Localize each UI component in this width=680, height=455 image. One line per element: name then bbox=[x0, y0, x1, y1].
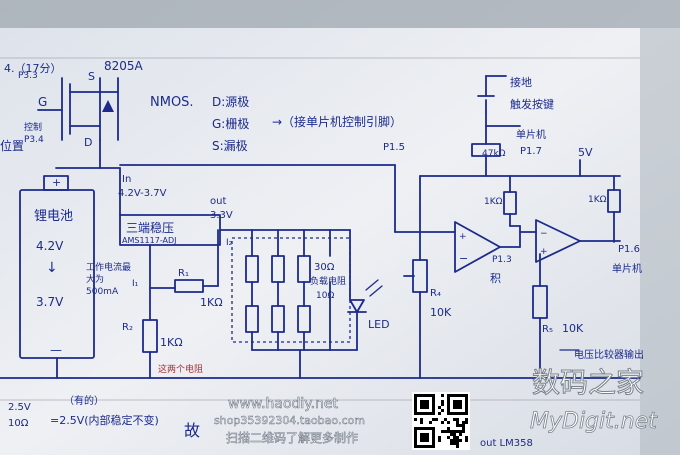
r2-label: R₂ bbox=[122, 322, 133, 333]
r-47k-label: 47kΩ bbox=[482, 149, 506, 159]
watermark-brand-en: MyDigit.net bbox=[530, 409, 658, 434]
load-label: 30Ω bbox=[314, 262, 335, 273]
opamp-2-p16: P1.6 bbox=[618, 244, 640, 255]
mosfet-left-label-4: 位置 bbox=[0, 138, 24, 153]
r5-value: 10K bbox=[562, 322, 584, 335]
opamp-1-p13: P1.3 bbox=[492, 255, 512, 265]
battery-current-note-box: 工作电流最大为500mA bbox=[86, 263, 132, 297]
watermark-brand-cn: 数码之家 bbox=[532, 366, 644, 399]
r4-value: 10K bbox=[430, 306, 452, 319]
r-1k-b-label: 1KΩ bbox=[588, 195, 607, 205]
regulator-out-value: 3.3V bbox=[210, 210, 233, 221]
nmos-pin-p15: P1.5 bbox=[383, 142, 405, 153]
r1-label: R₁ bbox=[178, 268, 189, 279]
mosfet-pin-g: G bbox=[38, 95, 47, 109]
battery-label: 锂电池 bbox=[34, 209, 73, 224]
r-1k-a-label: 1KΩ bbox=[484, 197, 503, 207]
mosfet-left-label-3: P3.4 bbox=[24, 135, 44, 145]
mosfet-pin-d: D bbox=[84, 136, 92, 149]
vcc-label: 5V bbox=[578, 146, 593, 159]
lm358-note: out LM358 bbox=[480, 438, 533, 449]
question-number: 4.（17分） bbox=[4, 62, 62, 75]
watermark-scan: 扫描二维码了解更多制作 bbox=[226, 431, 358, 445]
r4-label: R₄ bbox=[430, 288, 441, 299]
load-resistor-array bbox=[245, 229, 331, 351]
svg-text:+: + bbox=[540, 247, 548, 257]
comparator-note: 电压比较器输出 bbox=[574, 348, 644, 361]
svg-text:+: + bbox=[459, 232, 467, 242]
opamp-1-label: 积 bbox=[490, 272, 501, 285]
right-shadow bbox=[640, 0, 680, 455]
battery-arrow: ↓ bbox=[46, 260, 58, 276]
svg-text:−: − bbox=[540, 229, 548, 239]
r1-value: 1KΩ bbox=[200, 296, 223, 309]
opamp-2: − + bbox=[535, 219, 581, 263]
switch-p17: P1.7 bbox=[520, 146, 542, 157]
r2-value: 1KΩ bbox=[160, 336, 183, 349]
battery-v-high: 4.2V bbox=[36, 239, 64, 253]
svg-text:−: − bbox=[459, 252, 468, 265]
mosfet-left-label-1: P3.3 bbox=[18, 71, 38, 81]
battery-plus: + bbox=[52, 176, 61, 189]
r2-note: 这两个电阻 bbox=[158, 363, 203, 375]
mosfet-part-number: 8205A bbox=[104, 59, 144, 73]
regulator-in-label: In bbox=[122, 174, 131, 185]
bottom-note-1: 2.5V bbox=[8, 402, 31, 413]
regulator-i1: I₁ bbox=[132, 279, 139, 289]
qr-code bbox=[412, 392, 470, 450]
watermark-site: www.haodiy.net bbox=[228, 396, 339, 412]
top-shadow bbox=[0, 0, 680, 28]
load-sub: 负载电阻 bbox=[310, 275, 346, 287]
nmos-title: NMOS. bbox=[150, 95, 194, 110]
nmos-line-s: S:漏极 bbox=[212, 139, 248, 153]
nmos-arrow-note: →（接单片机控制引脚） bbox=[272, 114, 402, 129]
load-value: 10Ω bbox=[316, 291, 334, 301]
battery-current-note: 工作电流最大为500mA bbox=[86, 263, 132, 297]
r5-label: R₅ bbox=[542, 324, 553, 335]
mosfet-left-label-2: 控制 bbox=[24, 121, 42, 133]
load-group-box bbox=[231, 237, 351, 343]
mosfet-pin-s: S bbox=[88, 70, 95, 83]
regulator-in-range: 4.2V-3.7V bbox=[118, 188, 167, 199]
battery-v-low: 3.7V bbox=[36, 295, 64, 309]
led-symbol bbox=[347, 279, 383, 351]
regulator-name: 三端稳压 bbox=[126, 220, 174, 235]
nmos-line-d: D:源极 bbox=[212, 95, 249, 109]
switch-label: 触发按键 bbox=[510, 97, 554, 111]
bottom-note-3: （有的） bbox=[64, 394, 104, 407]
opamp-1: + − bbox=[454, 221, 501, 273]
opamp-2-mcu: 单片机 bbox=[612, 262, 642, 275]
bottom-note-2: 10Ω bbox=[8, 418, 29, 429]
nmos-line-g: G:栅极 bbox=[212, 116, 249, 131]
regulator-part: AMS1117-ADJ bbox=[122, 236, 177, 245]
regulator-i2: I₂ bbox=[226, 238, 233, 248]
bottom-note-4: =2.5V(内部稳定不变) bbox=[50, 413, 159, 427]
ground-label: 接地 bbox=[510, 76, 532, 89]
battery-minus: — bbox=[50, 343, 62, 357]
bottom-note-5: 故 bbox=[184, 421, 200, 440]
regulator-out-label: out bbox=[210, 196, 226, 207]
switch-mcu-label: 单片机 bbox=[516, 128, 546, 141]
led-label: LED bbox=[368, 318, 390, 331]
mosfet-symbol bbox=[37, 77, 119, 161]
watermark-shop: shop35392304.taobao.com bbox=[214, 414, 365, 427]
